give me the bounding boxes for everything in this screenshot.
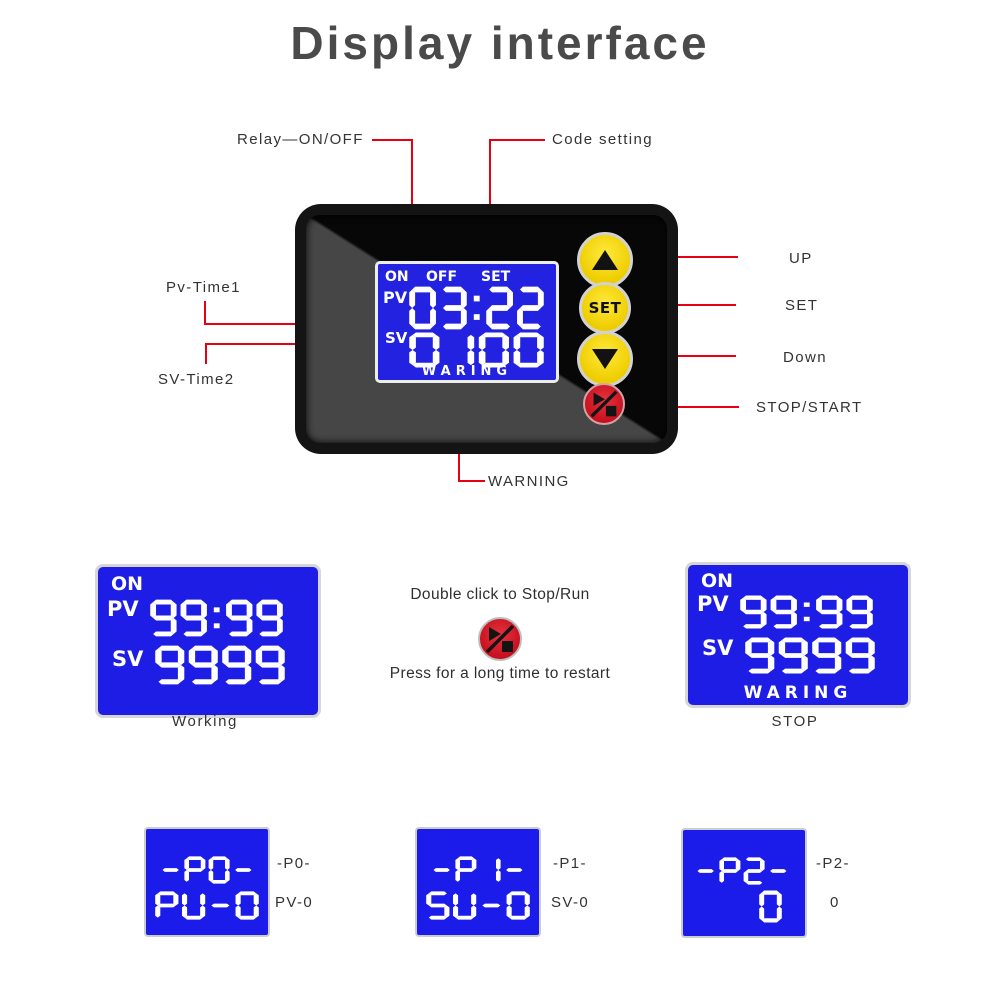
lcd-pv-value (150, 599, 283, 637)
label-warning: WARNING (488, 473, 570, 490)
param-label-0: 0 (830, 894, 840, 911)
set-button[interactable]: SET (579, 282, 631, 334)
instruction-double-click: Double click to Stop/Run (410, 586, 590, 603)
lcd-pv-value (740, 595, 873, 629)
play-stop-icon (485, 624, 515, 654)
lcd-pv-value (409, 286, 544, 330)
lcd-sv-value (409, 332, 544, 368)
leader-line (458, 480, 485, 482)
lcd-waring-text: WARING (743, 683, 853, 703)
lcd-sv-value (745, 637, 875, 674)
up-button[interactable] (577, 232, 633, 288)
label-set: SET (785, 297, 819, 314)
lcd-line2 (426, 891, 530, 920)
working-lcd-screen: ON PV SV (95, 564, 321, 718)
working-caption: Working (172, 713, 238, 730)
lcd-sv-label: SV (112, 647, 144, 671)
stop-start-button[interactable] (583, 383, 625, 425)
lcd-sv-value (155, 645, 285, 685)
lcd-pv-label: PV (107, 597, 139, 621)
down-arrow-icon (592, 349, 618, 369)
param-label-sv0: SV-0 (551, 894, 590, 911)
lcd-pv-label: PV (383, 288, 408, 307)
lcd-line2 (759, 890, 782, 923)
lcd-pv-label: PV (697, 592, 729, 616)
leader-line (205, 343, 207, 364)
down-button[interactable] (577, 331, 633, 387)
param-label-p2: -P2- (816, 855, 850, 872)
lcd-line1 (695, 857, 789, 885)
label-pv-time1: Pv-Time1 (166, 279, 241, 296)
param-label-p1: -P1- (553, 855, 587, 872)
label-relay-on-off: Relay—ON/OFF (237, 131, 364, 148)
lcd-on-indicator: ON (385, 269, 409, 285)
play-stop-icon (590, 390, 618, 418)
stop-lcd-screen: ON PV SV WARING (685, 562, 911, 708)
lcd-off-indicator: OFF (426, 269, 458, 285)
param-lcd-p0 (144, 827, 270, 937)
label-stop-start: STOP/START (756, 399, 863, 416)
set-button-label: SET (588, 299, 622, 317)
leader-line (628, 256, 738, 258)
leader-line (204, 301, 206, 325)
lcd-waring-text: WARING (421, 364, 513, 379)
label-down: Down (783, 349, 827, 366)
lcd-line1 (431, 856, 525, 884)
stop-caption: STOP (771, 713, 819, 730)
up-arrow-icon (592, 250, 618, 270)
lcd-line1 (160, 856, 254, 884)
label-code-setting: Code setting (552, 131, 654, 148)
lcd-line2 (155, 891, 259, 920)
leader-line (491, 139, 545, 141)
lcd-on-indicator: ON (701, 570, 734, 592)
param-label-pv0: PV-0 (275, 894, 314, 911)
lcd-sv-label: SV (385, 329, 408, 347)
instruction-long-press: Press for a long time to restart (389, 665, 611, 682)
leader-line (372, 139, 413, 141)
device-lcd-screen: ON OFF SET PV SV WARING (375, 261, 559, 383)
param-lcd-p2 (681, 828, 807, 938)
leader-line (626, 304, 736, 306)
param-label-p0: -P0- (277, 855, 311, 872)
leader-line (622, 406, 739, 408)
label-sv-time2: SV-Time2 (158, 371, 235, 388)
lcd-on-indicator: ON (111, 573, 144, 595)
page-title: Display interface (290, 17, 710, 69)
lcd-set-indicator: SET (481, 269, 511, 285)
leader-line (489, 139, 491, 267)
label-up: UP (789, 250, 813, 267)
param-lcd-p1 (415, 827, 541, 937)
stop-start-button-illustration[interactable] (478, 617, 522, 661)
lcd-sv-label: SV (702, 636, 734, 660)
leader-line (628, 355, 736, 357)
